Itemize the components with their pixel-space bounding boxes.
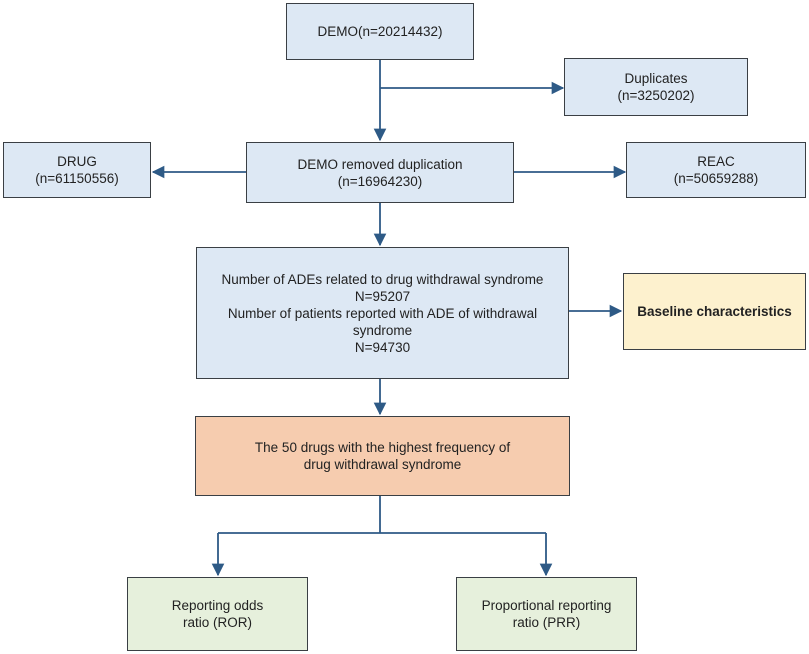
drug-line: DRUG bbox=[57, 154, 97, 169]
demo-removed-duplication-box: DEMO removed duplication(n=16964230) bbox=[246, 142, 514, 203]
prr-line: Proportional reporting bbox=[481, 598, 612, 613]
duplicates-line: (n=3250202) bbox=[617, 88, 695, 103]
ades-line: N=95207 bbox=[354, 288, 411, 304]
ror-box: Reporting odds ratio (ROR) bbox=[127, 577, 308, 651]
ades-line: syndrome bbox=[352, 322, 413, 338]
ror-line: ratio (ROR) bbox=[182, 615, 252, 630]
top50-drugs-box: The 50 drugs with the highest frequency … bbox=[195, 416, 570, 496]
demo-dedup-line: (n=16964230) bbox=[337, 173, 423, 189]
demo-dedup-line: DEMO removed duplication bbox=[297, 156, 463, 172]
baseline-line: Baseline characteristics bbox=[637, 304, 792, 319]
top50-line: drug withdrawal syndrome bbox=[303, 457, 462, 472]
prr-line: ratio (PRR) bbox=[512, 615, 581, 630]
ades-line: N=94730 bbox=[354, 339, 411, 355]
baseline-characteristics-box: Baseline characteristics bbox=[623, 273, 806, 350]
prr-box: Proportional reporting ratio (PRR) bbox=[456, 577, 637, 651]
duplicates-line: Duplicates bbox=[624, 71, 688, 86]
ades-box: Number of ADEs related to drug withdrawa… bbox=[196, 247, 569, 379]
demo-box: DEMO(n=20214432) bbox=[286, 3, 474, 60]
duplicates-box: Duplicates (n=3250202) bbox=[564, 58, 748, 116]
reac-line: REAC bbox=[697, 154, 735, 169]
drug-box: DRUG (n=61150556) bbox=[3, 142, 151, 198]
ror-line: Reporting odds bbox=[171, 598, 264, 613]
ades-line: Number of ADEs related to drug withdrawa… bbox=[221, 271, 544, 287]
demo-line: DEMO(n=20214432) bbox=[317, 24, 443, 39]
drug-line: (n=61150556) bbox=[35, 171, 119, 186]
ades-line: Number of patients reported with ADE of … bbox=[227, 305, 538, 321]
top50-line: The 50 drugs with the highest frequency … bbox=[254, 440, 511, 455]
reac-box: REAC (n=50659288) bbox=[626, 142, 806, 198]
reac-line: (n=50659288) bbox=[673, 171, 759, 186]
